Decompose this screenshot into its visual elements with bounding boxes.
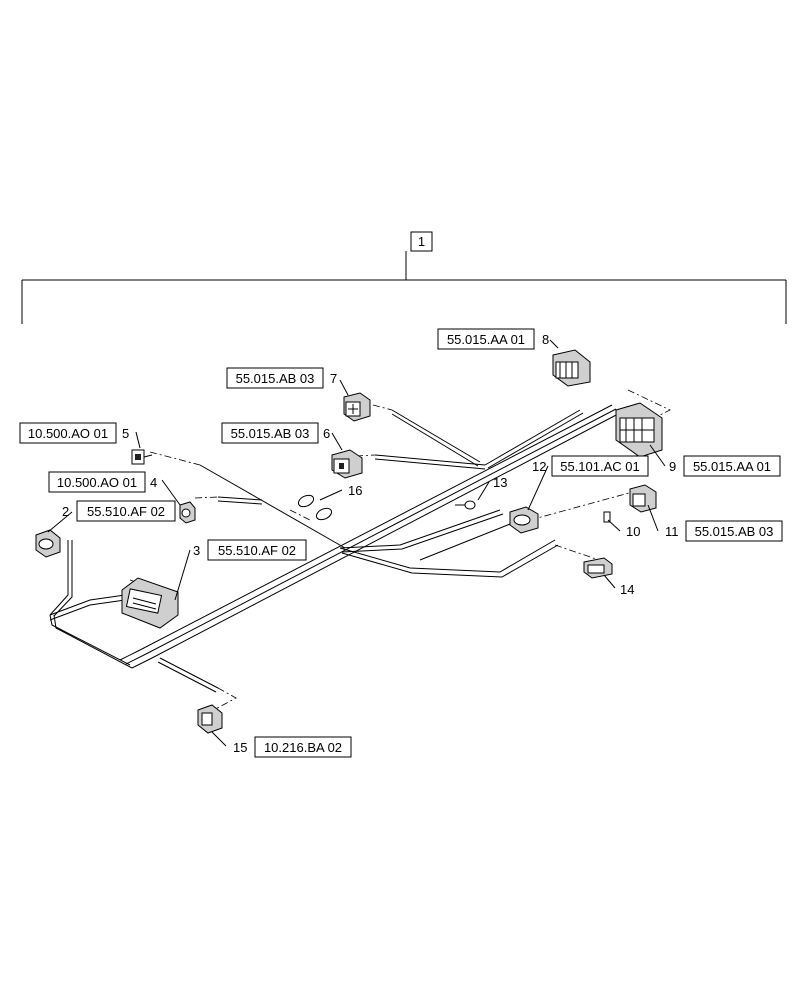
callout-15: 10.216.BA 02 15	[233, 736, 352, 758]
item-number: 2	[62, 504, 69, 519]
item-number: 10	[626, 524, 640, 539]
callout-2: 55.510.AF 02 2	[62, 500, 176, 522]
harness-wires	[49, 404, 621, 693]
connector-3-icon	[121, 577, 179, 629]
reference-label: 55.510.AF 02	[218, 543, 296, 558]
item-number: 12	[532, 459, 546, 474]
connector-4-icon	[179, 501, 196, 524]
item-number: 7	[330, 371, 337, 386]
item-number: 4	[150, 475, 157, 490]
callout-12: 55.101.AC 01 12	[532, 455, 649, 477]
item-number: 15	[233, 740, 247, 755]
callout-6: 55.015.AB 03 6	[221, 422, 330, 444]
callout-16: 16	[348, 483, 362, 498]
item-number: 11	[665, 524, 679, 539]
reference-label: 55.101.AC 01	[560, 459, 640, 474]
callout-14: 14	[620, 582, 634, 597]
reference-label: 55.015.AB 03	[695, 524, 774, 539]
reference-label: 55.015.AB 03	[231, 426, 310, 441]
assembly-bracket: 1	[21, 231, 787, 324]
connector-2-icon	[35, 529, 61, 558]
connector-9-icon	[615, 402, 663, 458]
callout-4: 10.500.AO 01 4	[48, 471, 157, 493]
callout-3: 55.510.AF 02 3	[193, 539, 307, 561]
reference-label: 55.015.AA 01	[447, 332, 525, 347]
callout-8: 55.015.AA 01 8	[437, 328, 549, 350]
assembly-item-number: 1	[418, 234, 425, 249]
connector-11-icon	[629, 484, 657, 513]
terminal-13-icon	[455, 500, 476, 510]
clip-16-icon	[297, 494, 333, 521]
callout-leaders	[47, 339, 666, 747]
item-number: 14	[620, 582, 634, 597]
connector-7-icon	[343, 392, 371, 422]
reference-label: 55.015.AB 03	[236, 371, 315, 386]
callout-9: 55.015.AA 01 9	[669, 455, 781, 477]
item-number: 6	[323, 426, 330, 441]
connector-12-icon	[509, 506, 539, 534]
reference-label: 10.500.AO 01	[57, 475, 137, 490]
connector-5-icon	[131, 449, 153, 465]
item-number: 13	[493, 475, 507, 490]
callout-13: 13	[493, 475, 507, 490]
callout-5: 10.500.AO 01 5	[19, 422, 129, 444]
connector-6-icon	[331, 449, 363, 479]
connector-14-icon	[583, 557, 613, 579]
item-number: 3	[193, 543, 200, 558]
item-number: 5	[122, 426, 129, 441]
connector-8-icon	[552, 349, 591, 387]
terminal-10-icon	[603, 511, 611, 523]
reference-label: 55.015.AA 01	[693, 459, 771, 474]
connector-15-icon	[197, 704, 223, 734]
reference-label: 10.500.AO 01	[28, 426, 108, 441]
reference-label: 55.510.AF 02	[87, 504, 165, 519]
item-number: 9	[669, 459, 676, 474]
item-number: 16	[348, 483, 362, 498]
callout-7: 55.015.AB 03 7	[226, 367, 337, 389]
callout-11: 55.015.AB 03 11	[665, 520, 783, 542]
callout-10: 10	[626, 524, 640, 539]
reference-label: 10.216.BA 02	[264, 740, 342, 755]
item-number: 8	[542, 332, 549, 347]
